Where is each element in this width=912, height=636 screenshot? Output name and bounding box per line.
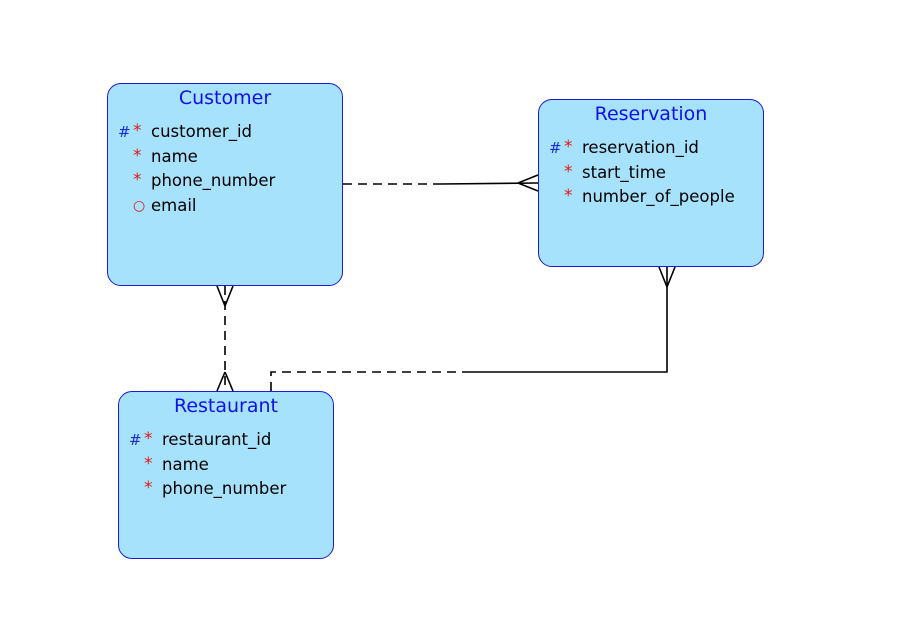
required-marker: * [133,146,142,166]
primary-key-marker: # [129,431,142,449]
required-marker: * [133,121,142,141]
crows-foot-icon [658,266,676,288]
entity-title: Customer [178,87,272,109]
required-marker: * [144,429,153,449]
relationship-mandatory-segment [439,182,539,185]
attribute-name: name [162,455,209,474]
attribute-name: restaurant_id [162,430,272,449]
relationship-optional-segment [270,371,463,391]
required-marker: * [564,137,573,157]
attribute-name: start_time [582,163,666,182]
entity-title: Reservation [594,103,708,125]
entity-reservation[interactable]: Reservation # * reservation_id * start_t… [538,99,764,267]
primary-key-marker: # [549,139,562,157]
required-marker: * [564,162,573,182]
attribute-name: phone_number [151,171,276,190]
required-marker: * [133,170,142,190]
relationship-customer-restaurant [216,285,234,392]
required-marker: * [564,186,573,206]
relationship-customer-reservation [343,174,539,192]
entity-customer[interactable]: Customer # * customer_id * name * phone_… [107,83,343,286]
optional-marker: ○ [133,198,146,214]
relationship-restaurant-reservation [270,266,676,391]
crows-foot-icon [517,174,539,192]
attribute-name: number_of_people [582,187,735,206]
primary-key-marker: # [118,123,131,141]
attribute-name: email [151,196,197,215]
entity-title: Restaurant [173,395,279,417]
relationship-mandatory-segment [463,267,668,373]
attribute-name: name [151,147,198,166]
crows-foot-icon [216,371,234,392]
attribute-name: phone_number [162,479,287,498]
attribute-name: reservation_id [582,138,699,157]
required-marker: * [144,454,153,474]
crows-foot-icon [216,285,234,307]
entity-restaurant[interactable]: Restaurant # * restaurant_id * name * ph… [118,391,334,559]
required-marker: * [144,478,153,498]
attribute-name: customer_id [151,122,253,141]
